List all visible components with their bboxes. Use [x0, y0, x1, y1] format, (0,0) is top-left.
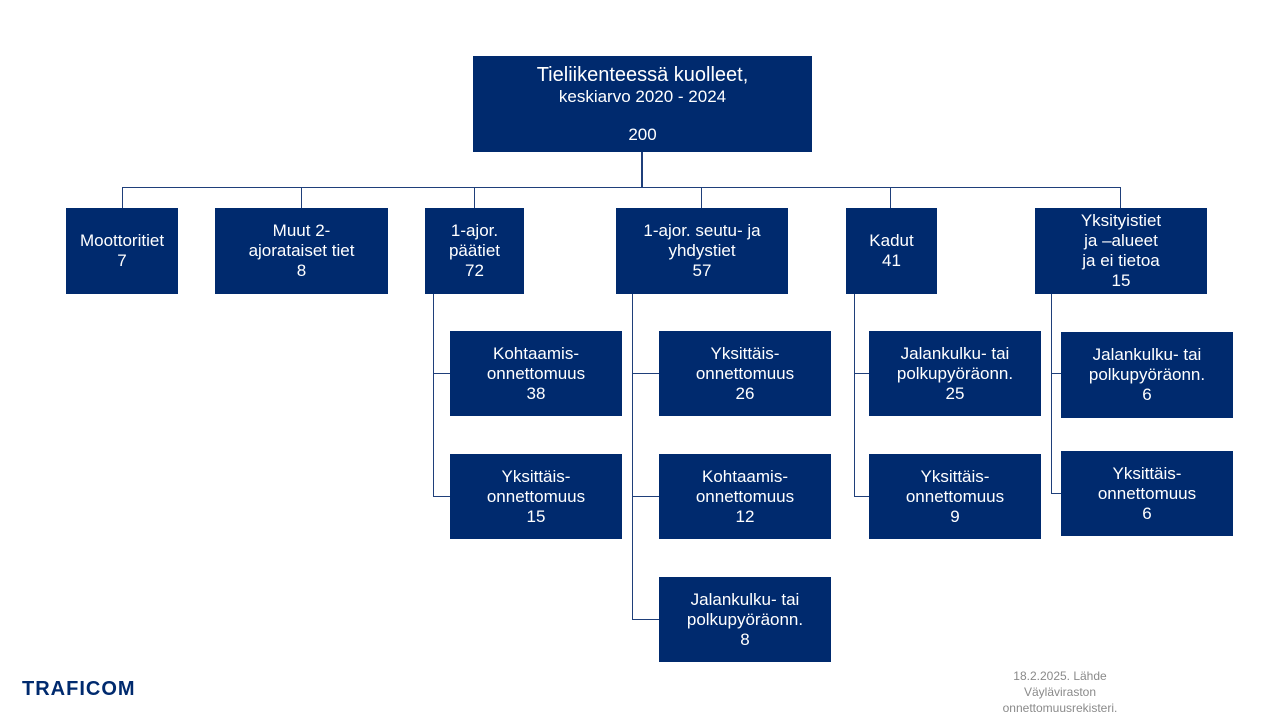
node-value: 8 [740, 629, 750, 649]
child-node: Jalankulku- tai polkupyöräonn. 8 [659, 577, 831, 662]
category-node-1-ajor-seutu-yhdystiet: 1-ajor. seutu- ja yhdystiet 57 [616, 208, 788, 294]
traficom-logo: TRAFICOM [22, 678, 136, 700]
node-value: 38 [526, 383, 546, 403]
node-label: Jalankulku- tai polkupyöräonn. [896, 343, 1014, 383]
node-label: Jalankulku- tai polkupyöräonn. [686, 589, 804, 629]
connector-branch-vertical [1051, 293, 1052, 493]
node-value: 25 [945, 383, 965, 403]
root-subtitle: keskiarvo 2020 - 2024 [558, 87, 727, 106]
node-value: 57 [692, 261, 712, 280]
connector-branch-vertical [632, 293, 633, 619]
category-node-yksityistiet: Yksityistiet ja –alueet ja ei tietoa 15 [1035, 208, 1207, 294]
node-value: 6 [1142, 503, 1152, 523]
child-node: Jalankulku- tai polkupyöräonn. 6 [1061, 332, 1233, 418]
category-node-moottoritiet: Moottoritiet 7 [66, 208, 178, 294]
node-label: Yksittäis- onnettomuus [905, 466, 1005, 506]
connector-drop [474, 187, 475, 208]
connector-branch-tick [433, 373, 450, 374]
node-label: Kadut [869, 231, 914, 250]
connector-branch-tick [632, 619, 659, 620]
connector-drop [1120, 187, 1121, 208]
connector-drop [122, 187, 123, 208]
connector-horizontal-bus [122, 187, 1121, 188]
child-node: Yksittäis- onnettomuus 26 [659, 331, 831, 416]
node-value: 6 [1142, 385, 1152, 404]
connector-branch-tick [433, 496, 450, 497]
root-value: 200 [628, 125, 657, 144]
node-label: 1-ajor. seutu- ja yhdystiet [643, 221, 761, 260]
node-label: Jalankulku- tai polkupyöräonn. [1088, 345, 1206, 384]
connector-branch-tick [632, 496, 659, 497]
node-label: Yksittäis- onnettomuus [695, 343, 795, 383]
node-label: Muut 2- ajorataiset tiet [248, 221, 355, 260]
category-node-kadut: Kadut 41 [846, 208, 937, 294]
category-node-1-ajor-paatiet: 1-ajor. päätiet 72 [425, 208, 524, 294]
node-value: 15 [526, 506, 546, 526]
root-title: Tieliikenteessä kuolleet, [536, 64, 749, 86]
node-value: 8 [296, 261, 307, 280]
node-label: 1-ajor. päätiet [448, 221, 501, 260]
connector-branch-vertical [854, 293, 855, 496]
category-node-muut-2-ajorataiset: Muut 2- ajorataiset tiet 8 [215, 208, 388, 294]
connector-drop [701, 187, 702, 208]
root-node: Tieliikenteessä kuolleet, keskiarvo 2020… [473, 56, 812, 152]
node-value: 15 [1111, 271, 1131, 290]
node-value: 7 [117, 251, 127, 270]
connector-branch-tick [854, 373, 869, 374]
node-label: Yksityistiet ja –alueet ja ei tietoa [1080, 211, 1162, 270]
connector-root-stem [641, 152, 643, 188]
node-value: 41 [882, 251, 901, 270]
node-value: 9 [950, 506, 960, 526]
child-node: Kohtaamis- onnettomuus 12 [659, 454, 831, 539]
node-label: Kohtaamis- onnettomuus [695, 466, 795, 506]
node-label: Kohtaamis- onnettomuus [486, 343, 586, 383]
node-label: Moottoritiet [79, 231, 165, 250]
node-label: Yksittäis- onnettomuus [1097, 463, 1197, 503]
connector-branch-tick [1051, 493, 1061, 494]
source-note: 18.2.2025. Lähde Väyläviraston onnettomu… [1002, 669, 1118, 715]
connector-branch-tick [1051, 373, 1061, 374]
node-value: 26 [735, 383, 755, 403]
node-label: Yksittäis- onnettomuus [486, 466, 586, 506]
child-node: Jalankulku- tai polkupyöräonn. 25 [869, 331, 1041, 416]
child-node: Yksittäis- onnettomuus 15 [450, 454, 622, 539]
child-node: Yksittäis- onnettomuus 9 [869, 454, 1041, 539]
connector-branch-vertical [433, 293, 434, 496]
connector-drop [301, 187, 302, 208]
child-node: Kohtaamis- onnettomuus 38 [450, 331, 622, 416]
connector-drop [890, 187, 891, 208]
node-value: 72 [465, 261, 484, 280]
node-value: 12 [735, 506, 755, 526]
child-node: Yksittäis- onnettomuus 6 [1061, 451, 1233, 536]
connector-branch-tick [854, 496, 869, 497]
connector-branch-tick [632, 373, 659, 374]
